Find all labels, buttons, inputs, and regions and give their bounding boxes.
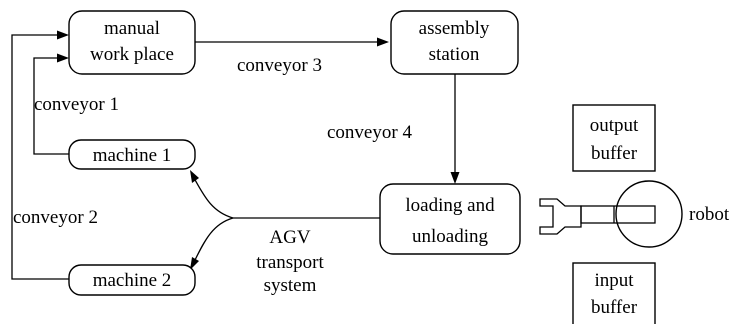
manual-work-place-line-1: manual (104, 18, 160, 39)
node-output-buffer: output buffer (572, 104, 656, 172)
node-machine-2: machine 2 (68, 264, 196, 296)
agv-branch-machine-2 (193, 217, 234, 263)
conveyor-1-arrowhead (57, 53, 69, 63)
node-input-buffer: input buffer (572, 262, 656, 329)
input-buffer-line-1: input (594, 270, 634, 291)
connectors (11, 30, 460, 280)
robot-arm-icon (580, 205, 656, 224)
input-buffer-line-2: buffer (591, 297, 638, 318)
conveyor-3-label: conveyor 3 (237, 55, 322, 76)
agv-label-line-3: system (264, 275, 317, 296)
conveyor-2-label: conveyor 2 (13, 207, 98, 228)
robot-icon: robot (539, 180, 730, 248)
output-buffer-line-1: output (590, 115, 639, 136)
loading-unloading-line-1: loading and (405, 195, 495, 216)
conveyor-1-line (33, 57, 69, 155)
robot-label: robot (689, 204, 730, 225)
agv-label-line-1: AGV (269, 227, 310, 248)
conveyor-1-label: conveyor 1 (34, 94, 119, 115)
agv-arrowhead-machine-2 (190, 257, 199, 270)
conveyor-2-line (11, 34, 69, 280)
assembly-station-line-1: assembly (419, 18, 490, 39)
manual-work-place-line-2: work place (90, 44, 174, 65)
output-buffer-line-2: buffer (591, 143, 638, 164)
conveyor-2-arrowhead (57, 30, 69, 40)
agv-branch-machine-1 (193, 177, 234, 219)
robot-gripper-icon (539, 198, 582, 235)
node-assembly-station: assembly station (390, 10, 519, 75)
assembly-station-line-2: station (429, 44, 480, 65)
loading-unloading-line-2: unloading (412, 226, 488, 247)
edge-labels: conveyor 3 conveyor 1 conveyor 4 conveyo… (13, 55, 412, 296)
node-manual-work-place: manual work place (68, 10, 196, 75)
machine-1-label: machine 1 (93, 145, 172, 166)
machine-2-label: machine 2 (93, 270, 172, 291)
conveyor-4-label: conveyor 4 (327, 122, 412, 143)
robot-base-icon (615, 180, 683, 248)
node-machine-1: machine 1 (68, 139, 196, 170)
conveyor-3-arrowhead (377, 37, 389, 47)
conveyor-4-arrowhead (450, 172, 460, 184)
agv-label-line-2: transport (256, 252, 324, 273)
agv-arrowhead-machine-1 (190, 170, 199, 183)
node-loading-unloading: loading and unloading (379, 183, 521, 255)
